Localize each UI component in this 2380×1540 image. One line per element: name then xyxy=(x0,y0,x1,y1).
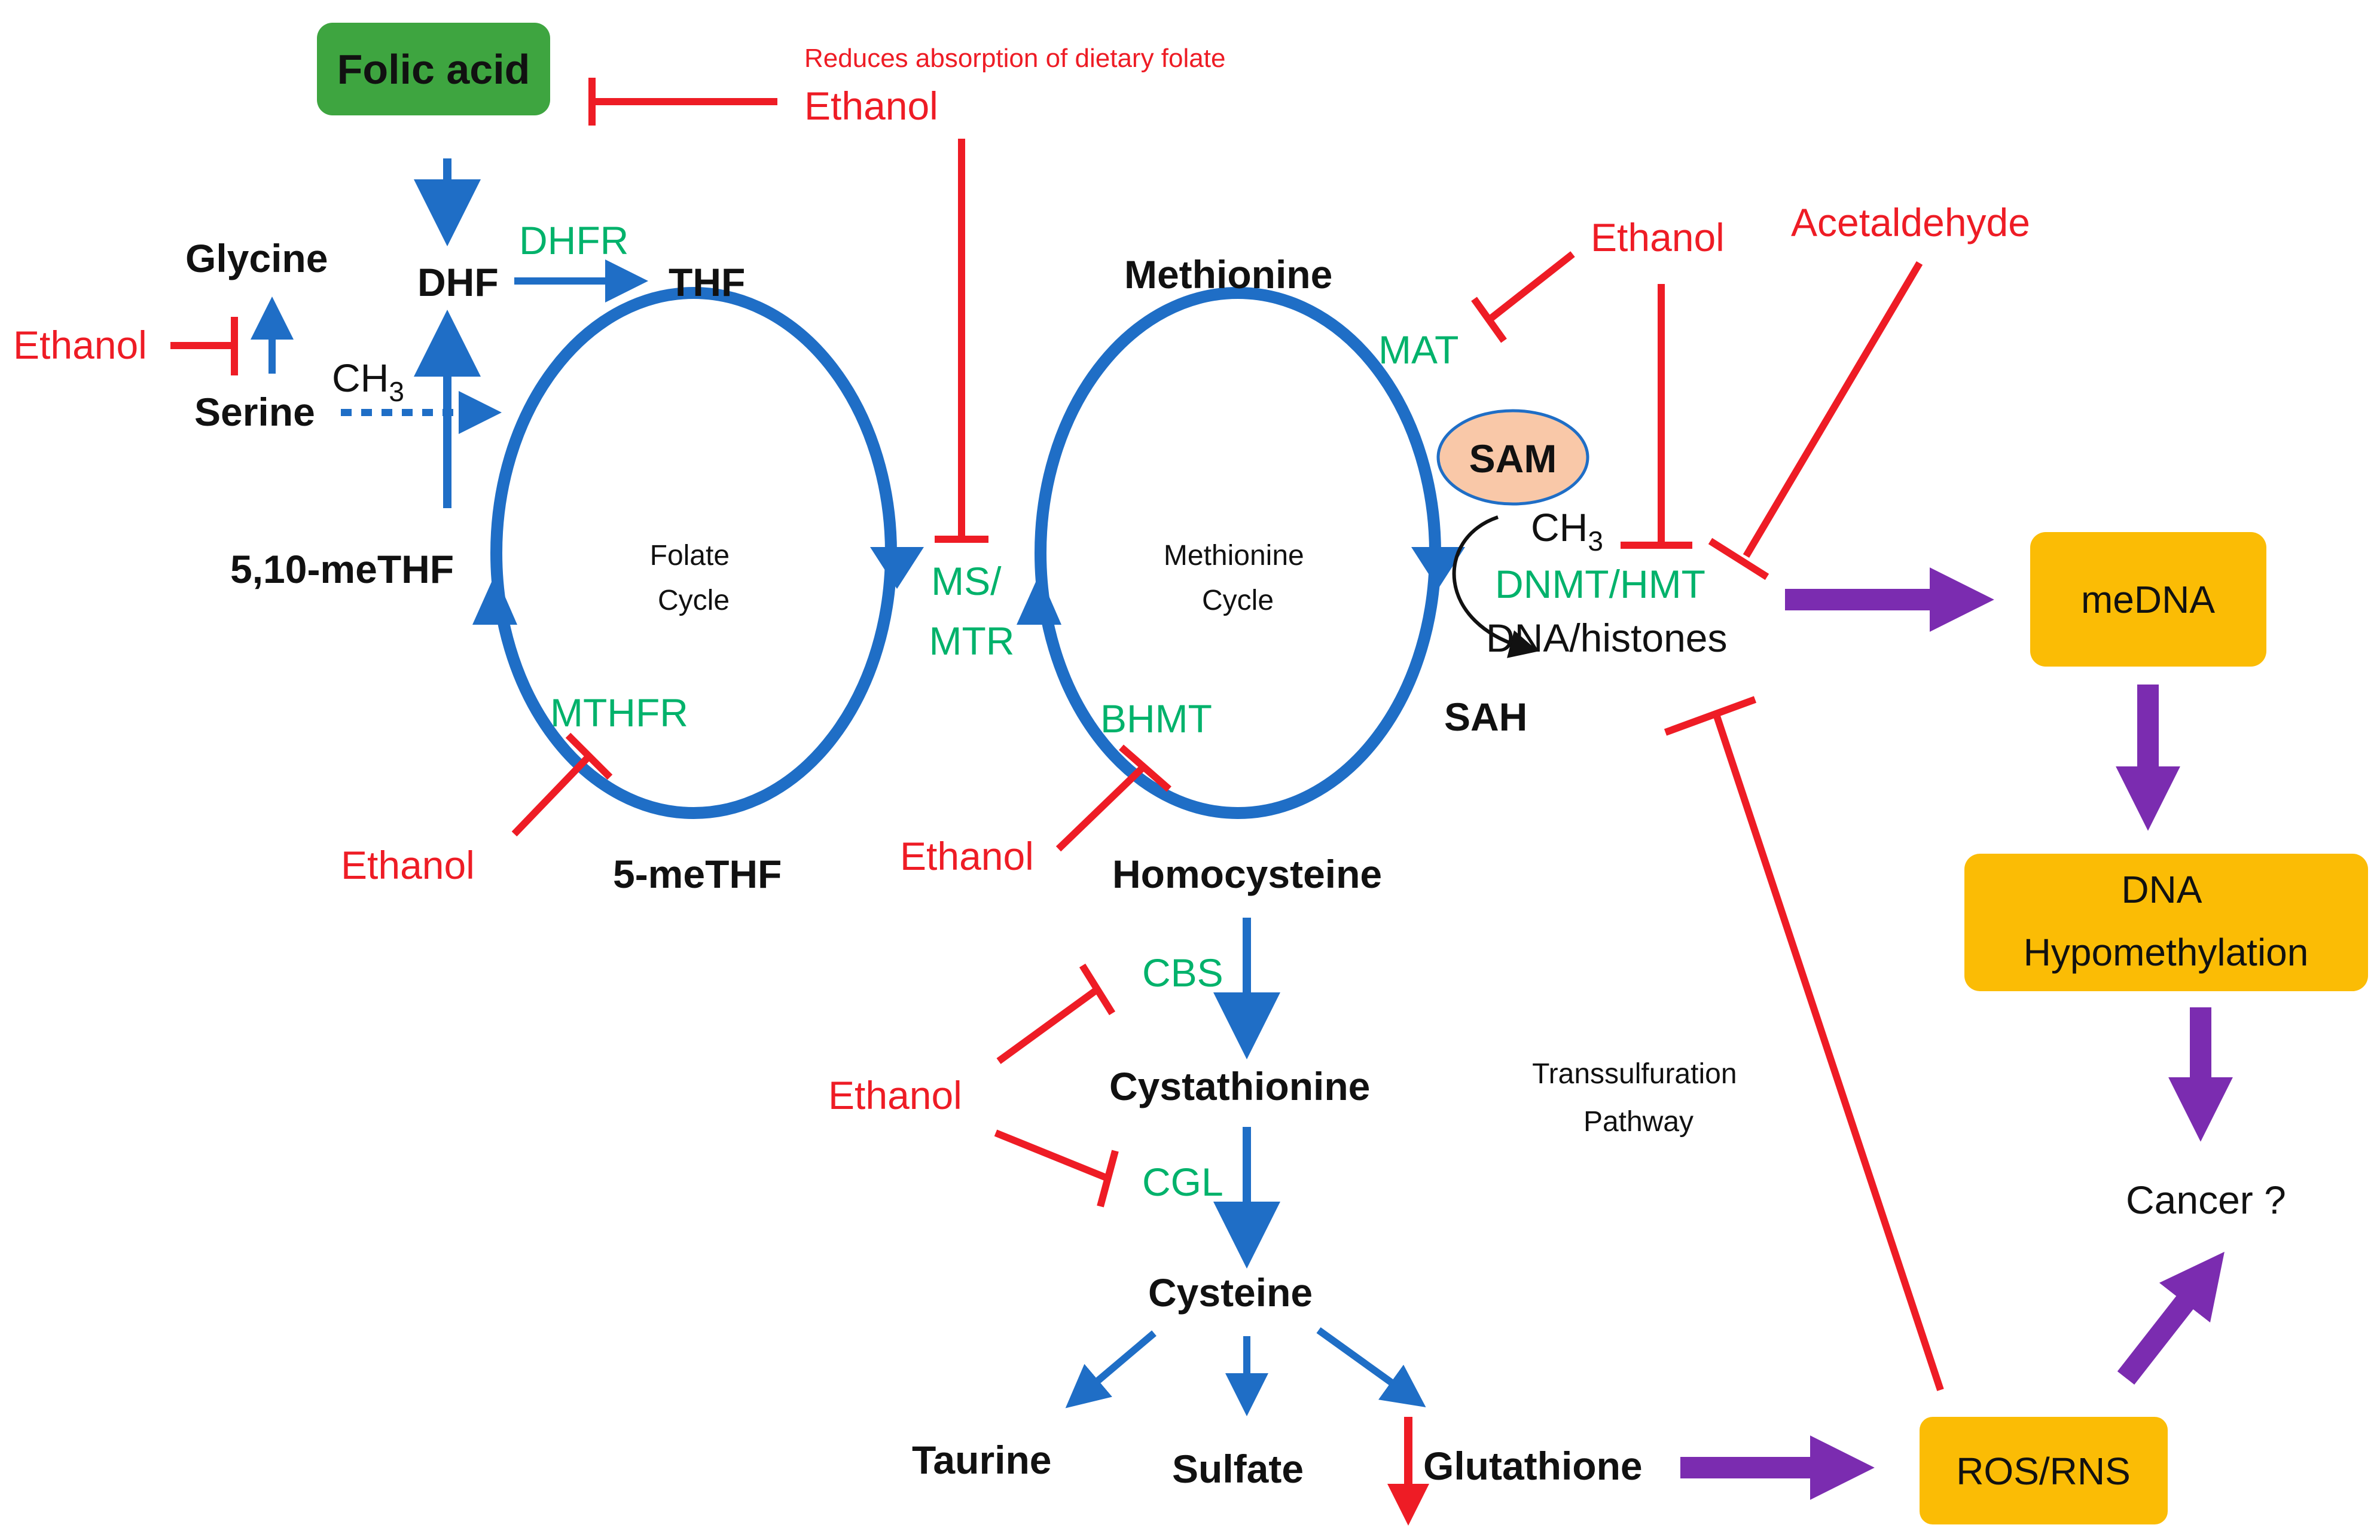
ethanol-mthfr-inhibit-bar xyxy=(565,732,613,780)
ethanol-mthfr-inhibit-line xyxy=(511,753,592,837)
ethanol-top-label: Ethanol xyxy=(804,84,938,128)
reduces-absorption-note: Reduces absorption of dietary folate xyxy=(804,44,1225,73)
folate-cycle-arrowhead-right xyxy=(870,547,924,589)
dnmt-hmt-label: DNMT/HMT xyxy=(1495,562,1705,606)
thf-label: THF xyxy=(669,260,745,304)
ethanol-mat-label: Ethanol xyxy=(1591,215,1725,259)
ch3-sam-label: CH3 xyxy=(1531,505,1603,557)
ms-mtr-label: MS/ MTR xyxy=(929,559,1015,663)
acetaldehyde-dnmt-inhibit-bar xyxy=(1708,537,1769,580)
medna-box xyxy=(2030,532,2266,667)
dna-histones-label: DNA/histones xyxy=(1486,616,1728,660)
ros-rns-box xyxy=(1920,1417,2168,1524)
ethanol-bhmt-inhibit-line xyxy=(1055,765,1145,852)
methyl-thf-label: 5-meTHF xyxy=(613,852,782,896)
ros-dna-inhibit-bar xyxy=(1664,696,1757,736)
acetaldehyde-dnmt-inhibit-line xyxy=(1743,261,1923,558)
ch3-serine-label: CH3 xyxy=(332,356,404,407)
mthfr-label: MTHFR xyxy=(550,690,688,735)
glycine-label: Glycine xyxy=(185,236,328,280)
dhfr-label: DHFR xyxy=(519,218,628,262)
sam-to-sah-curve xyxy=(1452,515,1539,658)
ros-dna-inhibit-line xyxy=(1713,713,1944,1391)
ethanol-bhmt-label: Ethanol xyxy=(900,834,1034,878)
ethanol-mthfr-label: Ethanol xyxy=(341,843,475,887)
ros-to-cancer-arrow xyxy=(2117,1251,2225,1385)
cancer-label: Cancer ? xyxy=(2126,1178,2286,1222)
sam-label: SAM xyxy=(1469,436,1557,481)
folate-cycle-arrowhead-left xyxy=(472,574,517,625)
cbs-label: CBS xyxy=(1142,951,1223,995)
ethanol-mat-inhibit-line xyxy=(1487,251,1575,323)
serine-label: Serine xyxy=(194,390,315,434)
folic-acid-box xyxy=(317,23,550,115)
dhf-label: DHF xyxy=(417,260,499,304)
ethanol-mat-inhibit-bar xyxy=(1471,297,1507,343)
methionine-cycle-label: Methionine Cycle xyxy=(1164,540,1312,616)
ethanol-cbs-cgl-label: Ethanol xyxy=(828,1073,962,1117)
bhmt-label: BHMT xyxy=(1100,696,1212,741)
folate-cycle-label: Folate Cycle xyxy=(650,540,738,616)
methionine-cycle-arrowhead-right xyxy=(1411,547,1465,589)
folic-acid-label: Folic acid xyxy=(337,46,530,93)
taurine-label: Taurine xyxy=(912,1438,1051,1482)
medna-label: meDNA xyxy=(2081,578,2215,621)
homocysteine-label: Homocysteine xyxy=(1112,852,1382,896)
methionine-label: Methionine xyxy=(1124,252,1332,297)
sah-label: SAH xyxy=(1444,695,1527,739)
transsulfuration-label: Transsulfuration Pathway xyxy=(1532,1058,1745,1138)
ethanol-cbs-inhibit-bar xyxy=(1079,963,1116,1016)
sam-node xyxy=(1436,409,1589,506)
ros-rns-label: ROS/RNS xyxy=(1956,1450,2131,1493)
ethanol-cbs-inhibit-line xyxy=(996,986,1100,1064)
methionine-cycle-arrowhead-left xyxy=(1017,574,1061,625)
cystathionine-label: Cystathionine xyxy=(1109,1064,1370,1108)
sulfate-label: Sulfate xyxy=(1172,1447,1304,1491)
ethanol-cgl-inhibit-line xyxy=(994,1129,1111,1182)
cgl-label: CGL xyxy=(1142,1160,1223,1204)
ethanol-glycine-label: Ethanol xyxy=(13,323,147,367)
glutathione-label: Glutathione xyxy=(1423,1444,1643,1488)
ethanol-bhmt-inhibit-bar xyxy=(1119,744,1171,792)
acetaldehyde-label: Acetaldehyde xyxy=(1791,200,2030,245)
mat-label: MAT xyxy=(1378,328,1458,372)
ethanol-cgl-inhibit-bar xyxy=(1097,1150,1119,1208)
cysteine-label: Cysteine xyxy=(1148,1270,1313,1315)
hypomethylation-box xyxy=(1964,854,2368,991)
cysteine-to-taurine-arrow xyxy=(1065,1330,1157,1408)
methylene-thf-label: 5,10-meTHF xyxy=(230,547,454,591)
hypomethylation-label: DNA Hypomethylation xyxy=(2024,868,2309,974)
cysteine-to-glutathione-arrow xyxy=(1316,1327,1426,1408)
